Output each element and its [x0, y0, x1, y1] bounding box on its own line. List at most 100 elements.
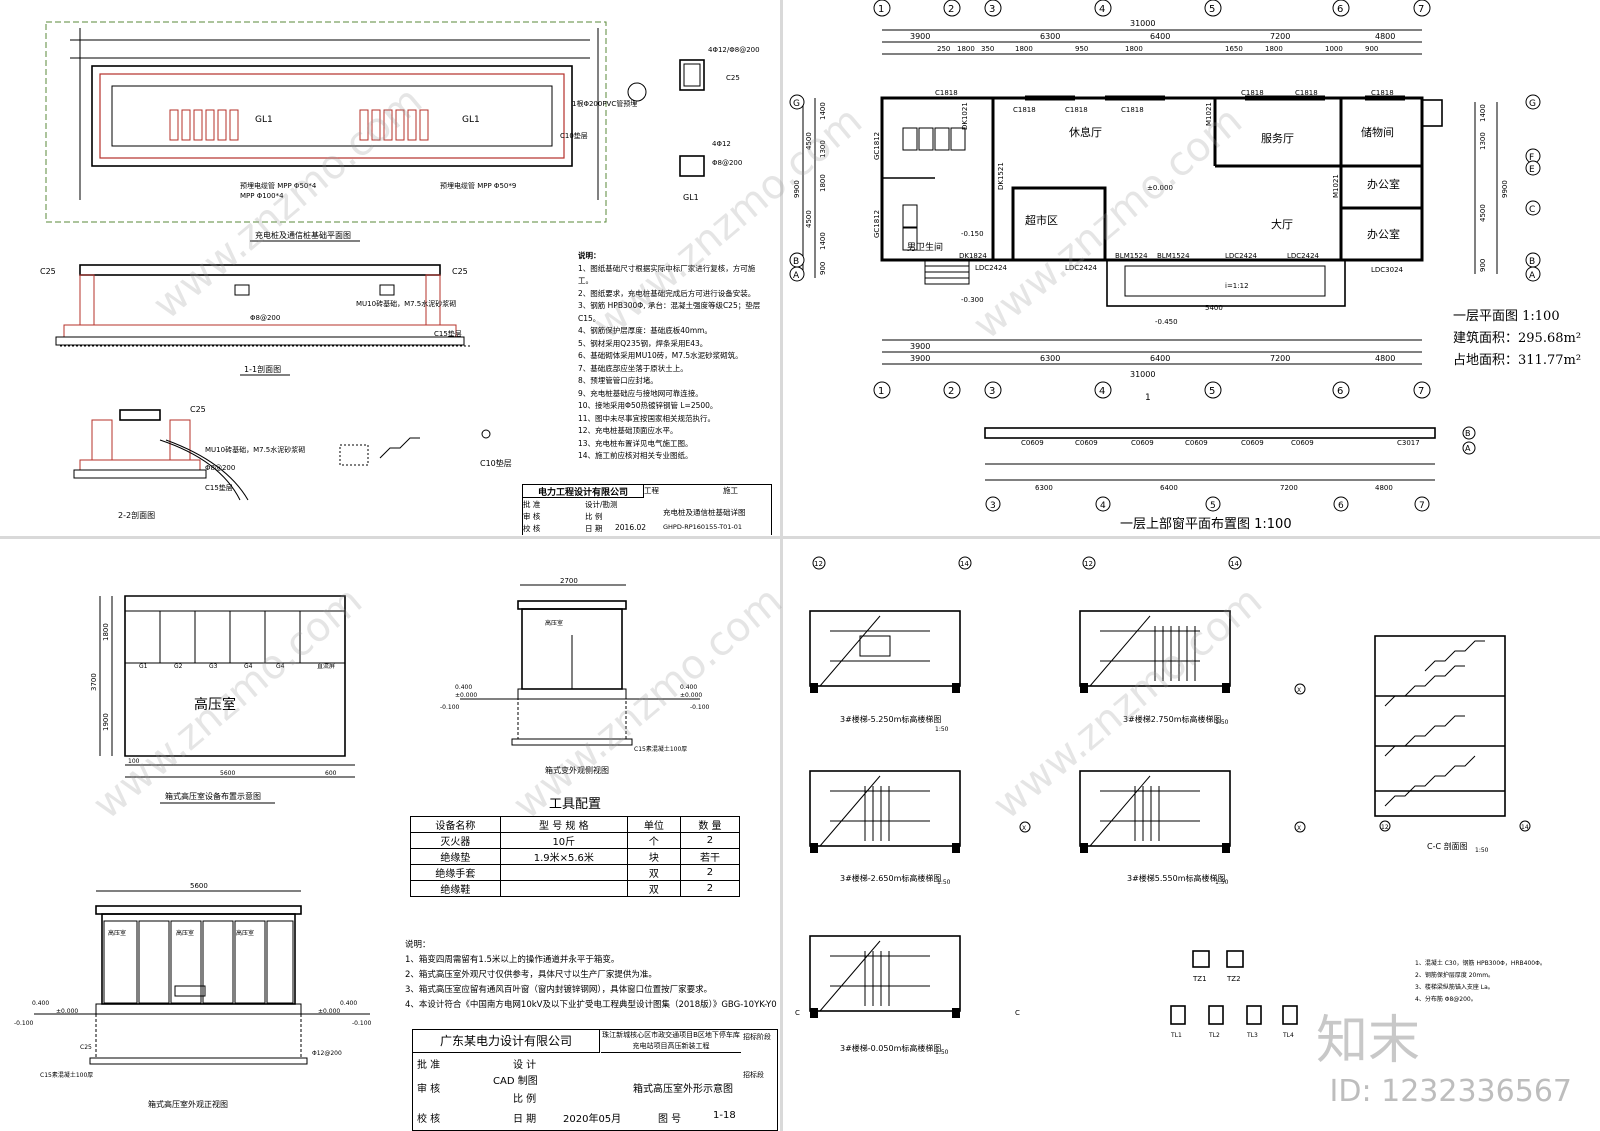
note-10: 10、接地采用Φ50热镀锌钢管 L=2500。: [578, 401, 718, 410]
stair-drawing: 12 14 3#楼梯-5.250m标高楼梯图 1:50 12 14 X 3#楼梯…: [795, 556, 1546, 1056]
dim-3700: 3700: [90, 673, 98, 691]
door-dk1521: DK1521: [997, 162, 1005, 190]
dim-bot-4: 7200: [1270, 354, 1290, 363]
grid-b: B: [1529, 257, 1535, 267]
rebar-stirrup: Φ8@200: [712, 159, 742, 167]
td: 绝缘垫: [410, 848, 501, 865]
detail-callout: [627, 82, 647, 102]
door-dk1824: DK1824: [959, 252, 987, 260]
r-dim-4: 4500: [1479, 204, 1487, 222]
win-c0609-2: C0609: [1075, 439, 1098, 447]
side-title: 箱式变外观侧视图: [545, 765, 609, 775]
p1-grid-a: 12: [814, 560, 823, 568]
side-elev-zero: ±0.000: [455, 692, 477, 699]
tb-c-no-lbl: 图 号: [658, 1114, 682, 1125]
side-dim-3: 1300: [819, 140, 827, 158]
sub-dim-8: 1800: [1265, 45, 1283, 53]
th-name: 设备名称: [410, 816, 501, 833]
hv-room-label: 高压室: [194, 696, 236, 713]
win-gc1812-1: GC1812: [873, 132, 881, 160]
note-9: 9、充电桩基础应与接地网可靠连接。: [578, 388, 703, 398]
note-7: 7、基础底部应坐落于原状土上。: [578, 363, 688, 373]
sub-dim-10: 900: [1365, 45, 1378, 53]
door-dk1021: DK1021: [961, 102, 969, 130]
stair-note-4: 4、分布筋 Φ8@200。: [1415, 995, 1477, 1003]
tb-stage-c: 招标阶段: [743, 1033, 771, 1041]
tb-title-a: 充电桩及通信桩基础详图: [663, 508, 746, 517]
znzmo-logo: 知末: [1315, 1011, 1420, 1071]
room-service: 服务厅: [1261, 132, 1294, 145]
front-elev-neg: -0.100: [14, 1020, 34, 1027]
win-c1818-1: C1818: [935, 89, 958, 97]
side-elev-neg: -0.100: [440, 704, 460, 711]
room-hall: 大厅: [1271, 217, 1293, 231]
dim-top-2: 6300: [1040, 32, 1060, 41]
plan-title-5: 3#楼梯-0.050m标高楼梯图: [840, 1043, 941, 1053]
pipe-note: 1根Φ200PVC管预埋: [572, 99, 637, 108]
win-c1818-5: C1818: [1241, 89, 1264, 97]
cab-g4a: G4: [244, 663, 253, 670]
win-c1818-7: C1818: [1371, 89, 1394, 97]
mpp-note-3: 预埋电缆管 MPP Φ50*9: [440, 181, 516, 190]
door-m1021-1: M1021: [1205, 102, 1213, 126]
up-dim-2: 6400: [1160, 484, 1178, 492]
dim-bot-3: 6400: [1150, 354, 1170, 363]
hv-note-1: 1、箱变四周需留有1.5米以上的操作通道并永平于箱变。: [405, 955, 620, 965]
grid-a-left: A: [793, 271, 800, 281]
win-c0609-1: C0609: [1021, 439, 1044, 447]
tl4: TL4: [1282, 1032, 1294, 1039]
panel-foundation-detail: GL1 GL1 1根Φ200PVC管预埋 C10垫层 预埋电缆管 MPP Φ50…: [0, 0, 778, 535]
up-dim-1: 6300: [1035, 484, 1053, 492]
door-ldc3024: LDC3024: [1371, 266, 1404, 274]
th-spec: 型 号 规 格: [499, 816, 628, 833]
tb-date-a: 2016.02: [615, 523, 647, 532]
tb-row-3: 校 核: [523, 524, 541, 533]
tb-company-a: 电力工程设计有限公司: [523, 485, 644, 498]
front-elev-zero-r: ±0.000: [318, 1008, 340, 1015]
grid-top-5: 5: [1209, 4, 1215, 15]
note-13: 13、充电桩布置详见电气施工图。: [578, 438, 693, 448]
win-c1818-4: C1818: [1121, 106, 1144, 114]
r-dim-1: 1400: [1479, 104, 1487, 122]
slope-label: i=1:12: [1225, 282, 1249, 290]
grid-bot-1: 1: [878, 386, 884, 397]
dim-1900: 1900: [102, 713, 110, 731]
dim-600-a: 600: [325, 770, 337, 777]
door-m1021-2: M1021: [1332, 174, 1340, 198]
tb-row-1: 批 准: [523, 500, 541, 509]
up-grid-4: 4: [1100, 501, 1106, 511]
rebar-top: 4Φ12/Φ8@200: [708, 46, 760, 54]
sub-dim-5: 950: [1075, 45, 1088, 53]
td: 块: [626, 848, 681, 865]
side-c15: C15素混凝土100厚: [634, 745, 687, 753]
front-elev-zero: ±0.000: [56, 1008, 78, 1015]
elev-neg-150: -0.150: [961, 230, 984, 238]
dim-top-5: 4800: [1375, 32, 1395, 41]
grid-bot-6: 6: [1337, 386, 1343, 397]
r-dim-2: 1300: [1479, 132, 1487, 150]
tb-lbl-2: 比 例: [585, 512, 603, 521]
panel-stair-plans: 12 14 3#楼梯-5.250m标高楼梯图 1:50 12 14 X 3#楼梯…: [785, 541, 1600, 1131]
scale-3: 1:50: [937, 879, 951, 886]
tz2: TZ2: [1226, 975, 1241, 983]
divider-vertical: [780, 0, 783, 1131]
front-elev-neg-r: -0.100: [352, 1020, 372, 1027]
th-qty: 数 量: [679, 816, 741, 833]
p4-grid-x: X: [1297, 825, 1301, 832]
mpp-note-2: MPP Φ100*4: [240, 192, 284, 200]
c10-detail: C10垫层: [480, 458, 512, 468]
td: 2: [679, 864, 741, 881]
door-ldc2424-1: LDC2424: [975, 264, 1008, 272]
dim-2700: 2700: [560, 577, 578, 585]
win-c0609-4: C0609: [1185, 439, 1208, 447]
dim-top-3: 6400: [1150, 32, 1170, 41]
p2-grid-x: X: [1297, 687, 1301, 694]
side-elev-pos: 0.400: [455, 684, 472, 691]
room-toilet: 男卫生间: [907, 241, 943, 253]
dim-top-1: 3900: [910, 32, 930, 41]
tools-section: 工具配置 设备名称 型 号 规 格 单位 数 量 灭火器 10斤 个 2 绝缘垫…: [410, 793, 741, 897]
plan-title-b: 一层平面图 1:100: [1453, 309, 1560, 324]
table-row: 绝缘垫 1.9米×5.6米 块 若干: [410, 848, 741, 865]
id-tag: ID: 1232336567: [1329, 1074, 1572, 1109]
p5-grid-c-r: C: [1015, 1009, 1020, 1017]
